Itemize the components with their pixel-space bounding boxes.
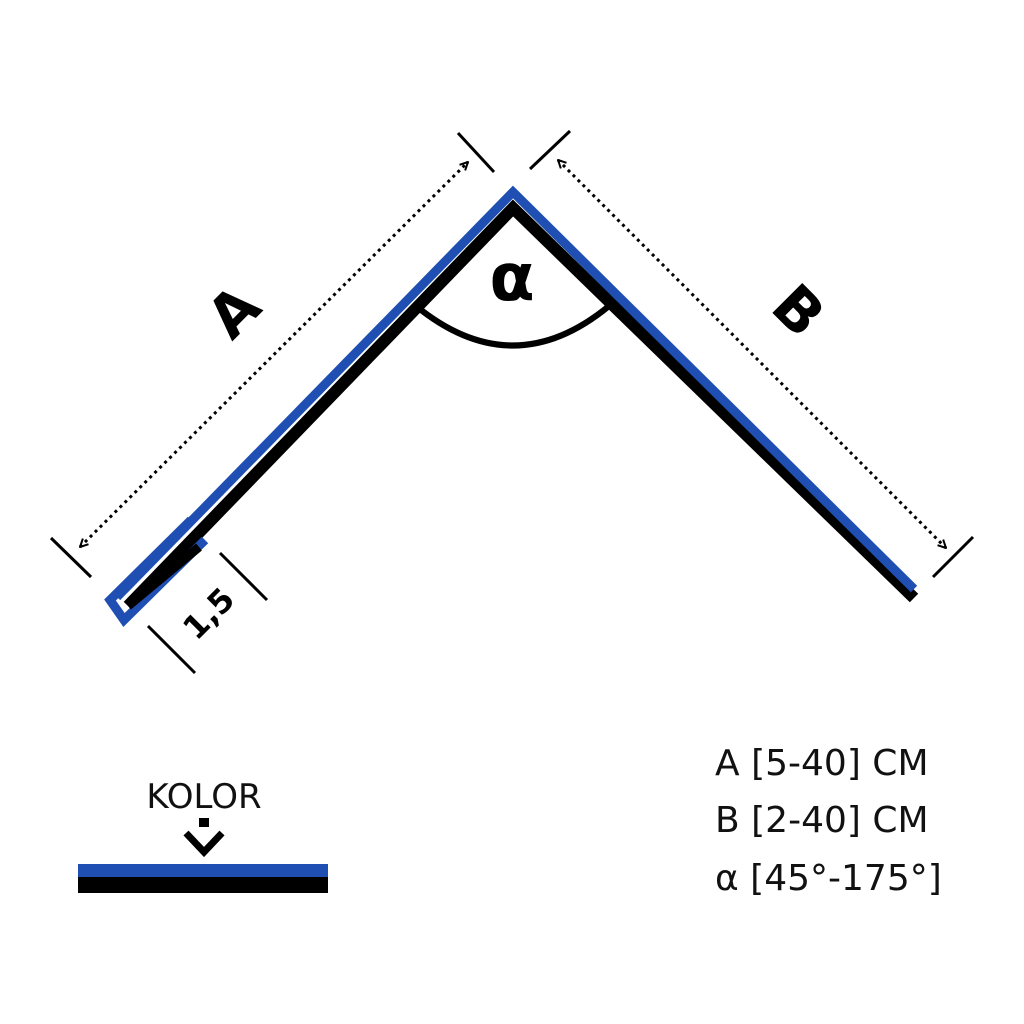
dimension-hem-tick-left [146,624,197,675]
dimension-b-tick-bottom [931,535,975,579]
dimension-a: A [49,131,496,579]
color-legend: KOLOR [78,777,328,893]
dimension-a-arrow [80,162,468,547]
arrow-down-icon [183,818,225,858]
dimension-a-label: A [194,272,274,352]
spec-item-a: A [5-40] CM [715,743,929,784]
angle-label: α [489,239,534,316]
dimension-b-label: B [759,271,838,350]
dimension-hem-label: 1,5 [175,580,242,647]
spec-list: A [5-40] CM B [2-40] CM α [45°-175°] [715,743,942,899]
dimension-b: B [528,129,975,579]
color-legend-label: KOLOR [146,777,261,817]
dimension-b-arrow [558,160,946,548]
dimension-b-tick-top [528,129,572,171]
legend-base-layer [78,877,328,893]
hem-inner-edge [125,543,202,610]
dimension-hem-tick-right [218,551,269,602]
dimension-a-tick-top [456,131,496,174]
legend-color-layer [78,864,328,877]
dimension-a-tick-bottom [49,536,93,579]
spec-item-angle: α [45°-175°] [715,858,942,899]
spec-item-b: B [2-40] CM [715,800,929,841]
